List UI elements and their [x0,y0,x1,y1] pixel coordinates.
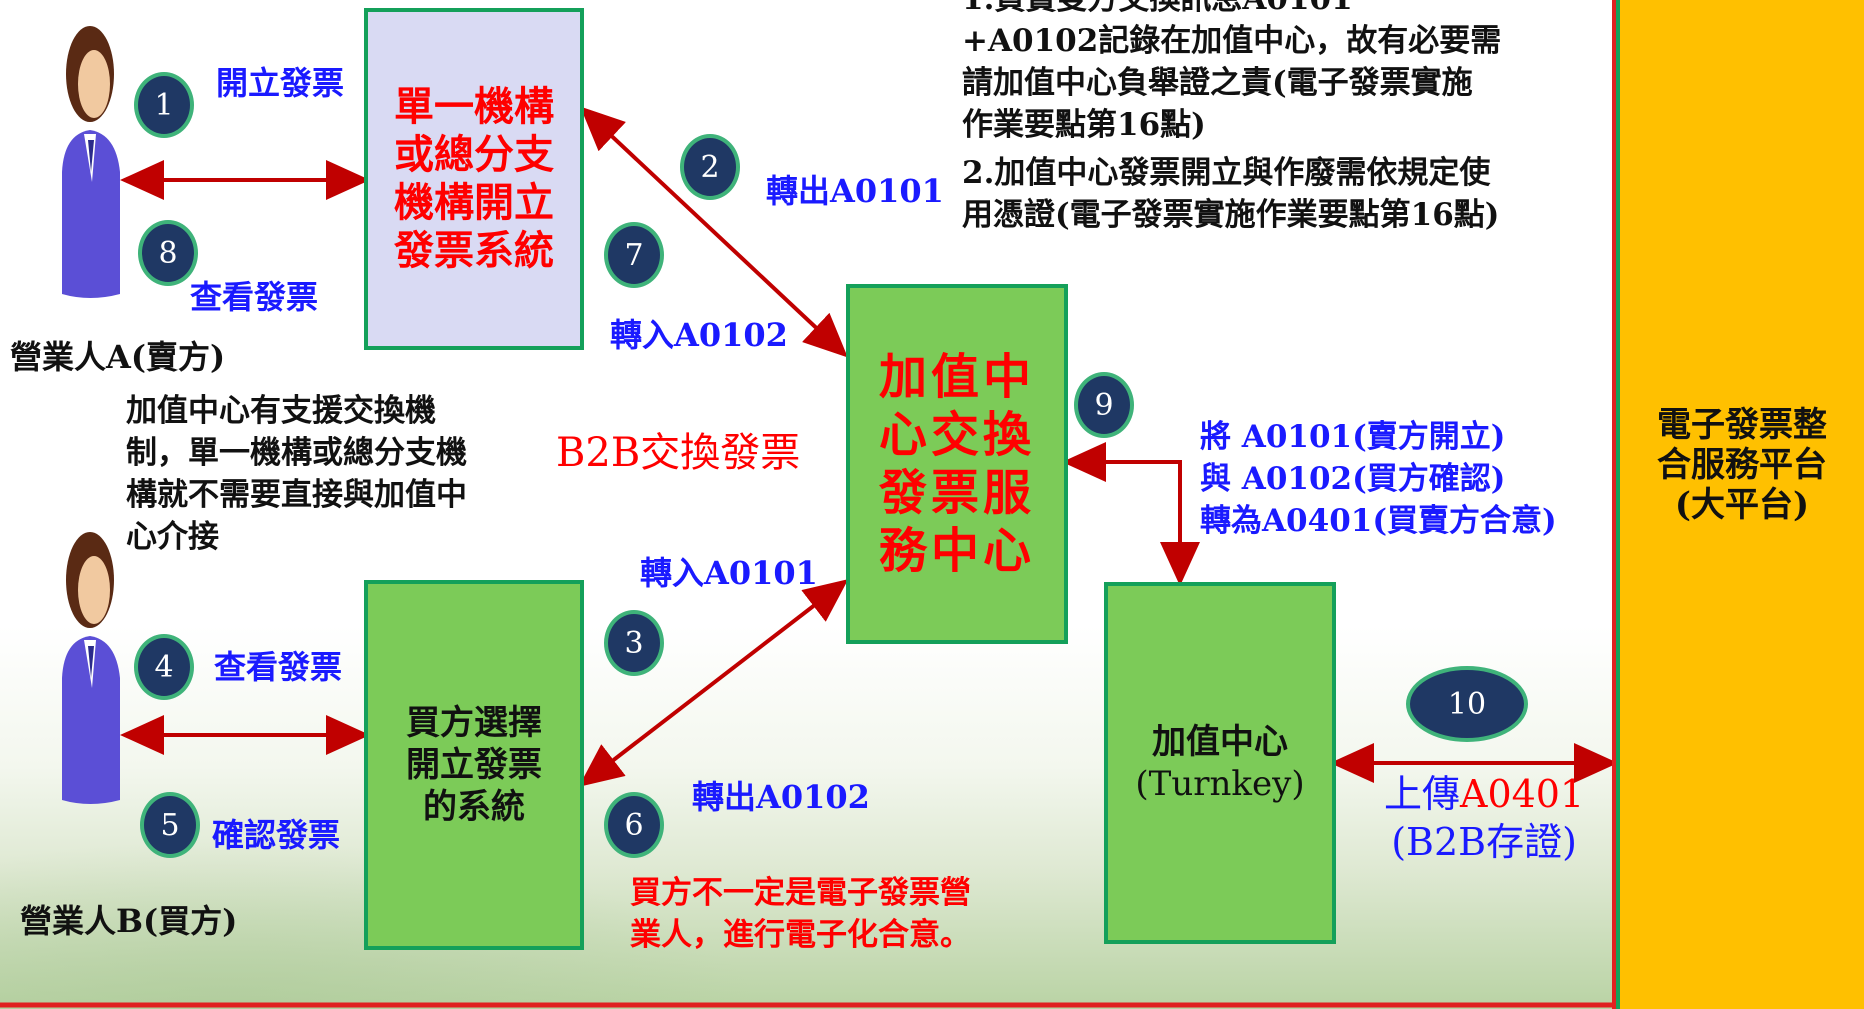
support-note: 加值中心有支援交換機 制，單一機構或總分支機 構就不需要直接與加值中 心介接 [126,390,467,558]
label-issue-invoice: 開立發票 [216,64,345,102]
seller-system-line-4: 發票系統 [394,227,554,274]
buyer-system-line-3: 的系統 [423,787,525,827]
buyer-note: 買方不一定是電子發票營 業人，進行電子化合意。 [630,872,971,956]
center-line-1: 加值中 [878,349,1035,405]
label-view-invoice-b: 查看發票 [214,648,343,686]
label-import-a0102: 轉入A0102 [610,316,788,354]
note-line-1: 1.買賣雙方交換訊息A0101 [962,0,1501,20]
upload-prefix: 上傳 [1384,772,1461,816]
label-view-invoice-a: 查看發票 [190,278,319,316]
center-line-4: 務中心 [878,523,1035,579]
person-b-icon [62,532,120,804]
upload-label: 上傳A0401 (B2B存證) [1384,770,1584,866]
platform-divider [1616,0,1620,1009]
arrow-seller-system-to-center [580,106,848,358]
upload-code: A0401 [1460,772,1585,816]
seller-invoice-system-box: 單一機構 或總分支 機構開立 發票系統 [364,8,584,350]
buyer-note-line-2: 業人，進行電子化合意。 [630,917,971,953]
step-circle-5: 5 [140,792,200,858]
step-circle-2: 2 [680,134,740,200]
label-b2b-title: B2B交換發票 [556,430,801,476]
center-line-2: 心交換 [878,407,1035,463]
step-circle-6: 6 [604,792,664,858]
support-note-line-3: 構就不需要直接與加值中 [126,477,467,513]
buyer-system-line-2: 開立發票 [406,745,542,785]
platform-left-border [1612,0,1616,1009]
support-note-line-2: 制，單一機構或總分支機 [126,435,467,471]
label-export-a0101: 轉出A0101 [766,172,944,210]
convert-note: 將 A0101(賣方開立) 與 A0102(買方確認) 轉為A0401(買賣方合… [1200,416,1557,542]
step-circle-3: 3 [604,610,664,676]
turnkey-line-1: 加值中心 [1152,722,1288,762]
label-confirm-invoice: 確認發票 [212,816,341,854]
step-circle-1: 1 [134,72,194,138]
convert-note-line-3: 轉為A0401(買賣方合意) [1200,503,1557,539]
platform-line-1: 電子發票整 [1657,404,1827,445]
step-circle-4: 4 [134,634,194,700]
note-line-2: +A0102記錄在加值中心，故有必要需 [962,23,1502,59]
support-note-line-1: 加值中心有支援交換機 [126,393,436,429]
step-circle-8: 8 [138,220,198,286]
upload-line-1: 上傳A0401 [1384,770,1584,818]
support-note-line-4: 心介接 [126,519,219,555]
convert-note-line-2: 與 A0102(買方確認) [1200,461,1506,497]
arrow-center-to-turnkey [1062,442,1200,586]
person-a-icon [62,26,120,298]
center-line-3: 發票服 [878,465,1035,521]
label-seller-a: 營業人A(賣方) [10,338,226,376]
note-line-3: 請加值中心負舉證之責(電子發票實施 [962,65,1473,101]
e-invoice-platform-column: 電子發票整 合服務平台 (大平台) [1620,0,1864,1009]
exchange-service-center-box: 加值中 心交換 發票服 務中心 [846,284,1068,644]
seller-system-line-3: 機構開立 [394,179,554,226]
platform-line-2: 合服務平台 [1657,444,1827,485]
convert-note-line-1: 將 A0101(賣方開立) [1200,419,1506,455]
note-line-4: 作業要點第16點) [962,107,1206,143]
upload-line-2: (B2B存證) [1391,820,1577,864]
notes-block: 1.買賣雙方交換訊息A0101 +A0102記錄在加值中心，故有必要需 請加值中… [962,0,1501,236]
buyer-system-line-1: 買方選擇 [406,703,542,743]
step-circle-9: 9 [1074,372,1134,438]
label-export-a0102: 轉出A0102 [692,778,870,816]
platform-line-3: (大平台) [1674,484,1810,525]
label-import-a0101: 轉入A0101 [640,554,818,592]
seller-system-line-2: 或總分支 [394,131,554,178]
turnkey-box: 加值中心 (Turnkey) [1104,582,1336,944]
note-line-5: 2.加值中心發票開立與作廢需依規定使 [962,155,1491,191]
turnkey-line-2: (Turnkey) [1135,764,1305,804]
buyer-note-line-1: 買方不一定是電子發票營 [630,875,971,911]
seller-system-line-1: 單一機構 [394,83,554,130]
step-circle-7: 7 [604,222,664,288]
label-buyer-b: 營業人B(買方) [20,902,238,940]
buyer-invoice-system-box: 買方選擇 開立發票 的系統 [364,580,584,950]
step-circle-10: 10 [1406,666,1528,742]
arrow-buyer-system-to-center [578,579,849,787]
note-line-6: 用憑證(電子發票實施作業要點第16點) [962,197,1500,233]
